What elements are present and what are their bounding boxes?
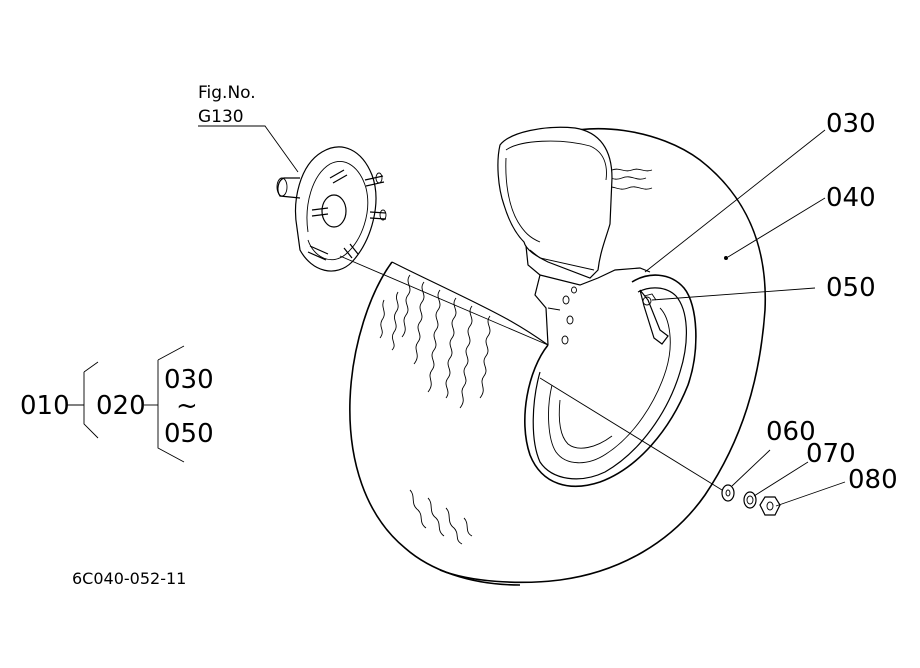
assembly-hierarchy: 010 020 030 ~ 050 [20,345,214,463]
callout-070: 070 [806,439,856,469]
assembly-lines [339,255,723,491]
hierarchy-020: 020 [96,391,146,421]
valve [639,289,669,345]
hierarchy-range-separator: ~ [176,391,198,421]
tire [349,127,767,586]
callout-080: 080 [848,465,898,495]
wheel-hub [276,146,387,272]
leader-lines [198,125,846,507]
callout-030: 030 [826,109,876,139]
washer-060 [721,484,735,502]
lock-washer-070 [743,491,757,509]
callout-060: 060 [766,417,816,447]
rim-cutaway [497,126,651,346]
callout-050: 050 [826,273,876,303]
hierarchy-range-end: 050 [164,419,214,449]
figure-reference-label: Fig.No. [198,83,256,103]
drawing-number: 6C040-052-11 [72,569,186,588]
hierarchy-range-start: 030 [164,365,214,395]
figure-reference-number: G130 [198,107,244,127]
callout-040: 040 [826,183,876,213]
hierarchy-010: 010 [20,391,70,421]
